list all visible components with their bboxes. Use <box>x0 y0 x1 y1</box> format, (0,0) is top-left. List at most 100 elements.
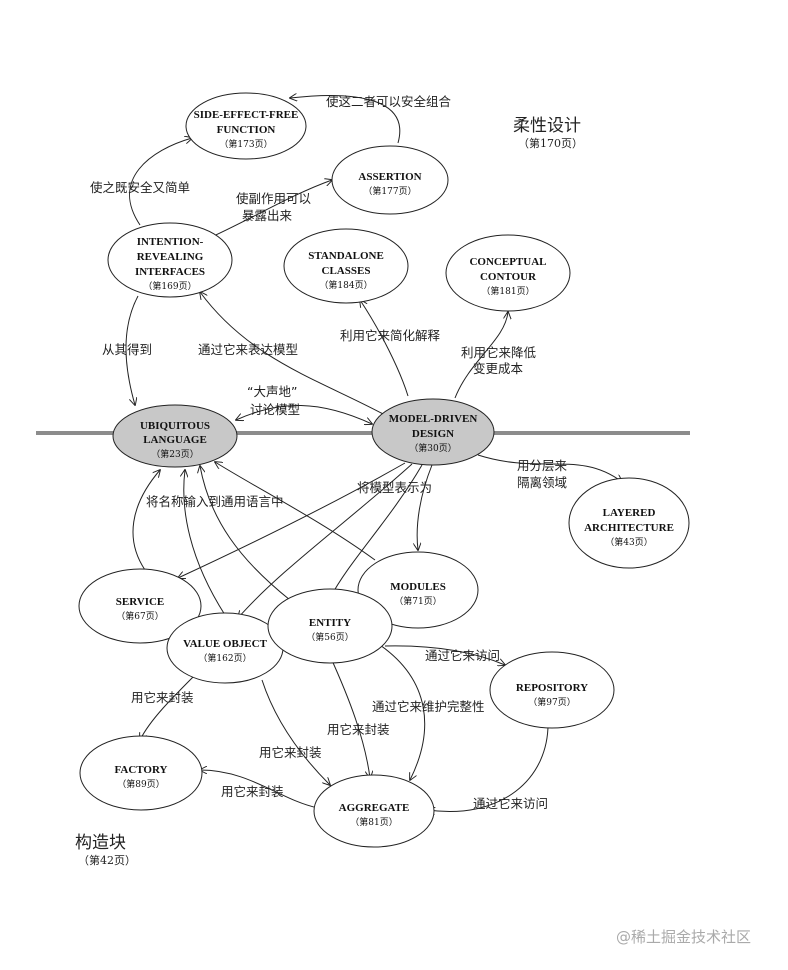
node-page: （第67页） <box>116 610 163 622</box>
edge-label-simplify-interpretation: 利用它来简化解释 <box>340 328 441 343</box>
node-page: （第177页） <box>363 185 416 197</box>
edge-intention-to-side-effect-free <box>129 138 192 226</box>
edge-mdd-ubiquitous <box>236 404 372 424</box>
edge-label-access-with-1: 通过它来访问 <box>425 648 500 663</box>
edge-label-encapsulate-1: 用它来封装 <box>131 690 194 705</box>
section-page-supple-design: （第170页） <box>518 136 583 150</box>
node-title: INTERFACES <box>135 266 205 278</box>
edge-label-derive-from: 从其得到 <box>102 342 152 357</box>
edge-aggregate-integrity <box>379 644 426 780</box>
node-page: （第30页） <box>409 442 456 454</box>
node-title: STANDALONE <box>308 250 384 262</box>
node-value-object: VALUE OBJECT （第162页） <box>166 612 284 684</box>
edge-label-express-model: 通过它来表达模型 <box>198 342 298 357</box>
edge-mdd-to-contour <box>454 312 508 399</box>
node-factory: FACTORY （第89页） <box>79 735 203 811</box>
edges <box>125 95 622 812</box>
node-title: FUNCTION <box>217 124 276 136</box>
node-title: VALUE OBJECT <box>183 638 268 650</box>
node-page: （第71页） <box>394 595 441 607</box>
nodes: SIDE-EFFECT-FREE FUNCTION （第173页） ASSERT… <box>78 92 690 848</box>
node-standalone-classes: STANDALONE CLASSES （第184页） <box>283 228 409 304</box>
node-conceptual-contour: CONCEPTUAL CONTOUR （第181页） <box>445 234 571 312</box>
node-page: （第23页） <box>151 448 198 460</box>
node-title: SERVICE <box>116 596 165 608</box>
node-title: UBIQUITOUS <box>140 420 210 432</box>
edge-label-think-aloud-2: 讨论模型 <box>250 402 300 417</box>
node-intention-revealing: INTENTION- REVEALING INTERFACES （第169页） <box>107 222 233 298</box>
node-page: （第173页） <box>219 138 272 150</box>
edge-intention-to-assertion <box>204 180 332 241</box>
edge-label-expose-side-effects-2: 暴露出来 <box>242 208 293 223</box>
edge-label-combine-both: 使这二者可以安全组合 <box>326 94 452 109</box>
edge-modules-to-ubiquitous <box>215 462 376 561</box>
node-title: INTENTION- <box>137 236 204 248</box>
edge-factory-aggregate <box>200 770 319 809</box>
edge-mdd-to-modules <box>417 464 433 550</box>
edge-entity-to-repository <box>384 645 505 665</box>
node-model-driven-design: MODEL-DRIVEN DESIGN （第30页） <box>371 398 495 466</box>
watermark: @稀土掘金技术社区 <box>616 928 751 946</box>
node-title: LANGUAGE <box>143 434 207 446</box>
node-side-effect-free: SIDE-EFFECT-FREE FUNCTION （第173页） <box>185 92 307 160</box>
node-page: （第43页） <box>605 536 652 548</box>
node-title: REPOSITORY <box>516 682 588 694</box>
edge-mdd-to-standalone <box>360 300 409 397</box>
node-title: MODULES <box>390 581 446 593</box>
node-title: LAYERED <box>603 507 656 519</box>
edge-value-object-to-ubiquitous <box>184 470 226 616</box>
edge-label-isolate-domain-2: 隔离领域 <box>517 475 567 490</box>
node-page: （第162页） <box>198 652 251 664</box>
edge-repository-aggregate <box>428 719 549 812</box>
node-repository: REPOSITORY （第97页） <box>489 651 615 729</box>
node-ubiquitous-language: UBIQUITOUS LANGUAGE （第23页） <box>112 404 238 468</box>
section-labels: 柔性设计 （第170页） 构造块 （第42页） <box>75 116 583 867</box>
node-title: MODEL-DRIVEN <box>389 413 478 425</box>
node-assertion: ASSERTION （第177页） <box>331 145 449 215</box>
node-entity: ENTITY （第56页） <box>267 588 393 664</box>
node-title: FACTORY <box>115 764 168 776</box>
node-page: （第169页） <box>143 280 196 292</box>
edge-label-encapsulate-4: 用它来封装 <box>221 784 284 799</box>
edge-mdd-to-service <box>178 462 406 578</box>
node-aggregate: AGGREGATE （第81页） <box>313 774 435 848</box>
node-page: （第184页） <box>319 279 372 291</box>
edge-mdd-to-intention <box>200 292 386 416</box>
node-title: REVEALING <box>137 251 204 263</box>
node-modules: MODULES （第71页） <box>357 551 479 629</box>
node-title: SIDE-EFFECT-FREE <box>194 109 299 121</box>
edge-label-names-enter-language: 将名称输入到通用语言中 <box>146 494 284 509</box>
edge-label-access-with-2: 通过它来访问 <box>473 796 548 811</box>
edge-assertion-to-side-effect-free <box>290 95 401 144</box>
edge-mdd-to-entity <box>330 464 423 598</box>
section-title-supple-design: 柔性设计 <box>513 116 581 136</box>
edge-label-reduce-cost-2: 变更成本 <box>473 361 524 376</box>
node-layered-architecture: LAYERED ARCHITECTURE （第43页） <box>568 477 690 569</box>
section-page-building-blocks: （第42页） <box>78 853 136 867</box>
edge-mdd-to-value-object <box>238 463 413 618</box>
edge-value-object-to-factory <box>140 669 201 740</box>
edge-label-reduce-cost-1: 利用它来降低 <box>461 345 537 360</box>
node-page: （第181页） <box>481 285 534 297</box>
edge-entity-to-aggregate <box>329 655 370 778</box>
edge-label-isolate-domain-1: 用分层来 <box>517 458 568 473</box>
node-service: SERVICE （第67页） <box>78 568 202 644</box>
edge-labels: 使这二者可以安全组合 使之既安全又简单 使副作用可以 暴露出来 从其得到 通过它… <box>90 94 568 811</box>
edge-mdd-to-layered <box>477 454 622 482</box>
edge-entity-to-ubiquitous <box>200 466 291 601</box>
node-title: ASSERTION <box>358 171 421 183</box>
node-title: DESIGN <box>412 428 454 440</box>
edge-label-encapsulate-3: 用它来封装 <box>259 745 322 760</box>
edge-ubiquitous-to-intention <box>125 295 139 405</box>
node-title: CONTOUR <box>480 271 537 283</box>
edge-label-express-model-with: 将模型表示为 <box>357 480 432 495</box>
section-title-building-blocks: 构造块 <box>75 833 126 853</box>
node-page: （第81页） <box>350 816 397 828</box>
edge-label-maintain-integrity: 通过它来维护完整性 <box>372 699 485 714</box>
node-title: ENTITY <box>309 617 351 629</box>
edge-service-to-ubiquitous <box>132 470 160 571</box>
node-page: （第89页） <box>117 778 164 790</box>
node-title: CONCEPTUAL <box>469 256 546 268</box>
node-title: ARCHITECTURE <box>584 522 674 534</box>
